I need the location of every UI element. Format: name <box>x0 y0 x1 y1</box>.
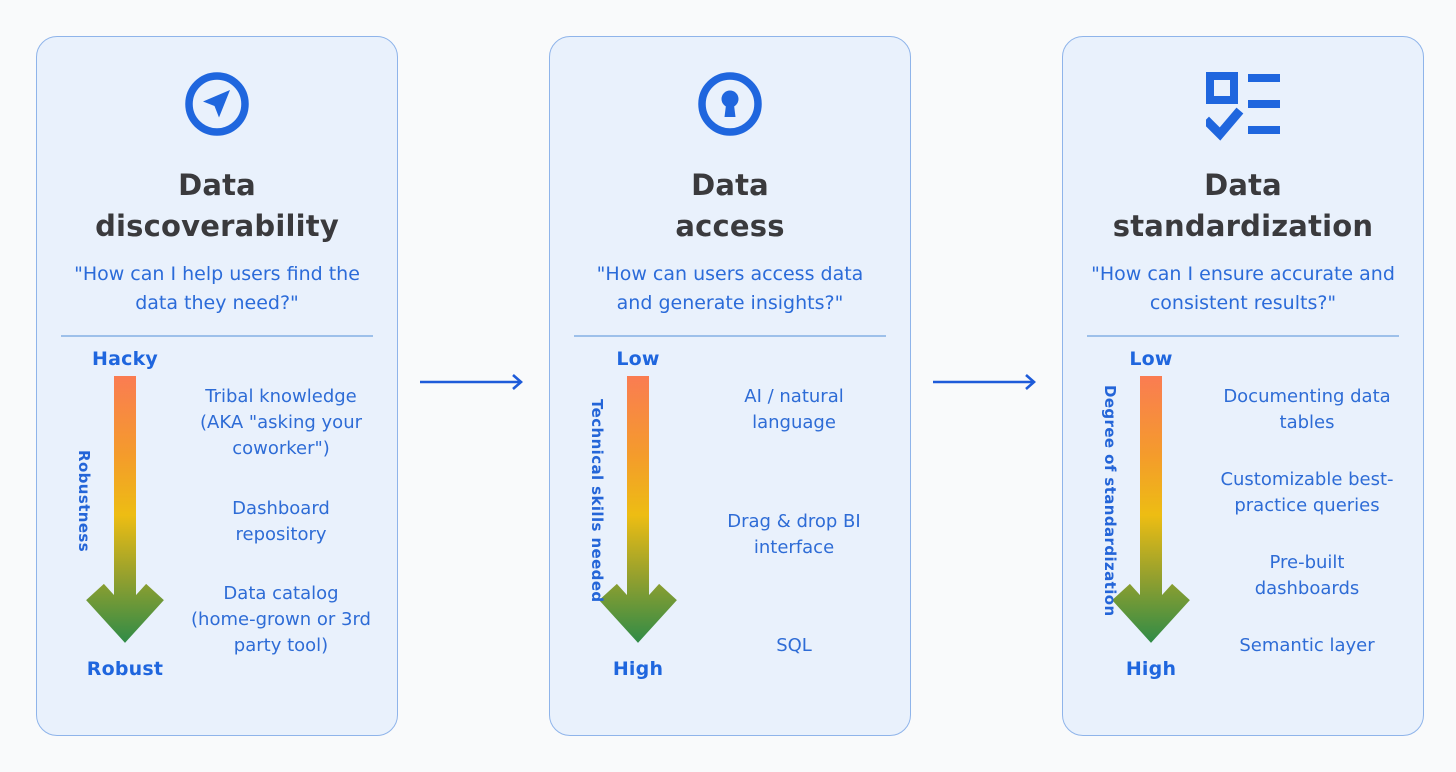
scale-axis-label: Technical skills needed <box>588 399 606 603</box>
scale-item: Documenting data tables <box>1223 386 1391 433</box>
arrow-right-icon <box>932 374 1036 390</box>
scale-arrow-column: Hacky Robust Robustne <box>61 348 189 715</box>
scale-item: Customizable best-practice queries <box>1220 469 1394 516</box>
navigation-compass-icon <box>184 65 250 143</box>
card-question: "How can users access data and generate … <box>596 263 864 314</box>
scale-axis-label: Robustness <box>75 449 93 553</box>
scale-item: Semantic layer <box>1239 635 1375 656</box>
scale-bottom-label: Robust <box>86 658 164 680</box>
scale-section: Low High Technical sk <box>574 348 886 715</box>
divider <box>1087 335 1399 337</box>
gradient-arrow-icon <box>1112 376 1190 643</box>
scale-section: Hacky Robust Robustne <box>61 348 373 715</box>
scale-item: Data catalog (home-grown or 3rd party to… <box>191 583 371 656</box>
scale-item: Tribal knowledge (AKA "asking your cowor… <box>200 386 362 459</box>
scale-top-label: Low <box>1129 348 1173 370</box>
card-question: "How can I help users find the data they… <box>74 263 360 314</box>
divider <box>574 335 886 337</box>
scale-item: Pre-built dashboards <box>1254 552 1360 599</box>
scale-bottom-label: High <box>612 658 664 680</box>
gradient-arrow-icon <box>86 376 164 643</box>
scale-section: Low High Degree of st <box>1087 348 1399 715</box>
scale-item: SQL <box>776 635 812 656</box>
card-question: "How can I ensure accurate and consisten… <box>1091 263 1395 314</box>
scale-item: Drag & drop BI interface <box>727 510 861 558</box>
scale-bottom-label: High <box>1125 658 1177 680</box>
scale-top-label: Hacky <box>91 348 158 370</box>
gradient-arrow-icon <box>599 376 677 643</box>
scale-axis-label: Degree of standardization <box>1101 385 1119 617</box>
flow-connector <box>398 371 549 393</box>
scale-item: AI / natural language <box>744 386 844 433</box>
keyhole-lock-icon <box>697 65 763 143</box>
scale-items: Tribal knowledge (AKA "asking your cowor… <box>189 348 373 715</box>
checklist-icon <box>1206 65 1280 143</box>
divider <box>61 335 373 337</box>
scale-items: AI / natural language Drag & drop BI int… <box>702 348 886 715</box>
scale-items: Documenting data tables Customizable bes… <box>1215 348 1399 715</box>
arrow-right-icon <box>419 374 523 390</box>
flow-connector <box>911 371 1062 393</box>
scale-item: Dashboard repository <box>232 497 330 545</box>
scale-arrow-column: Low High Degree of st <box>1087 348 1215 715</box>
scale-top-label: Low <box>616 348 660 370</box>
scale-arrow-column: Low High Technical sk <box>574 348 702 715</box>
